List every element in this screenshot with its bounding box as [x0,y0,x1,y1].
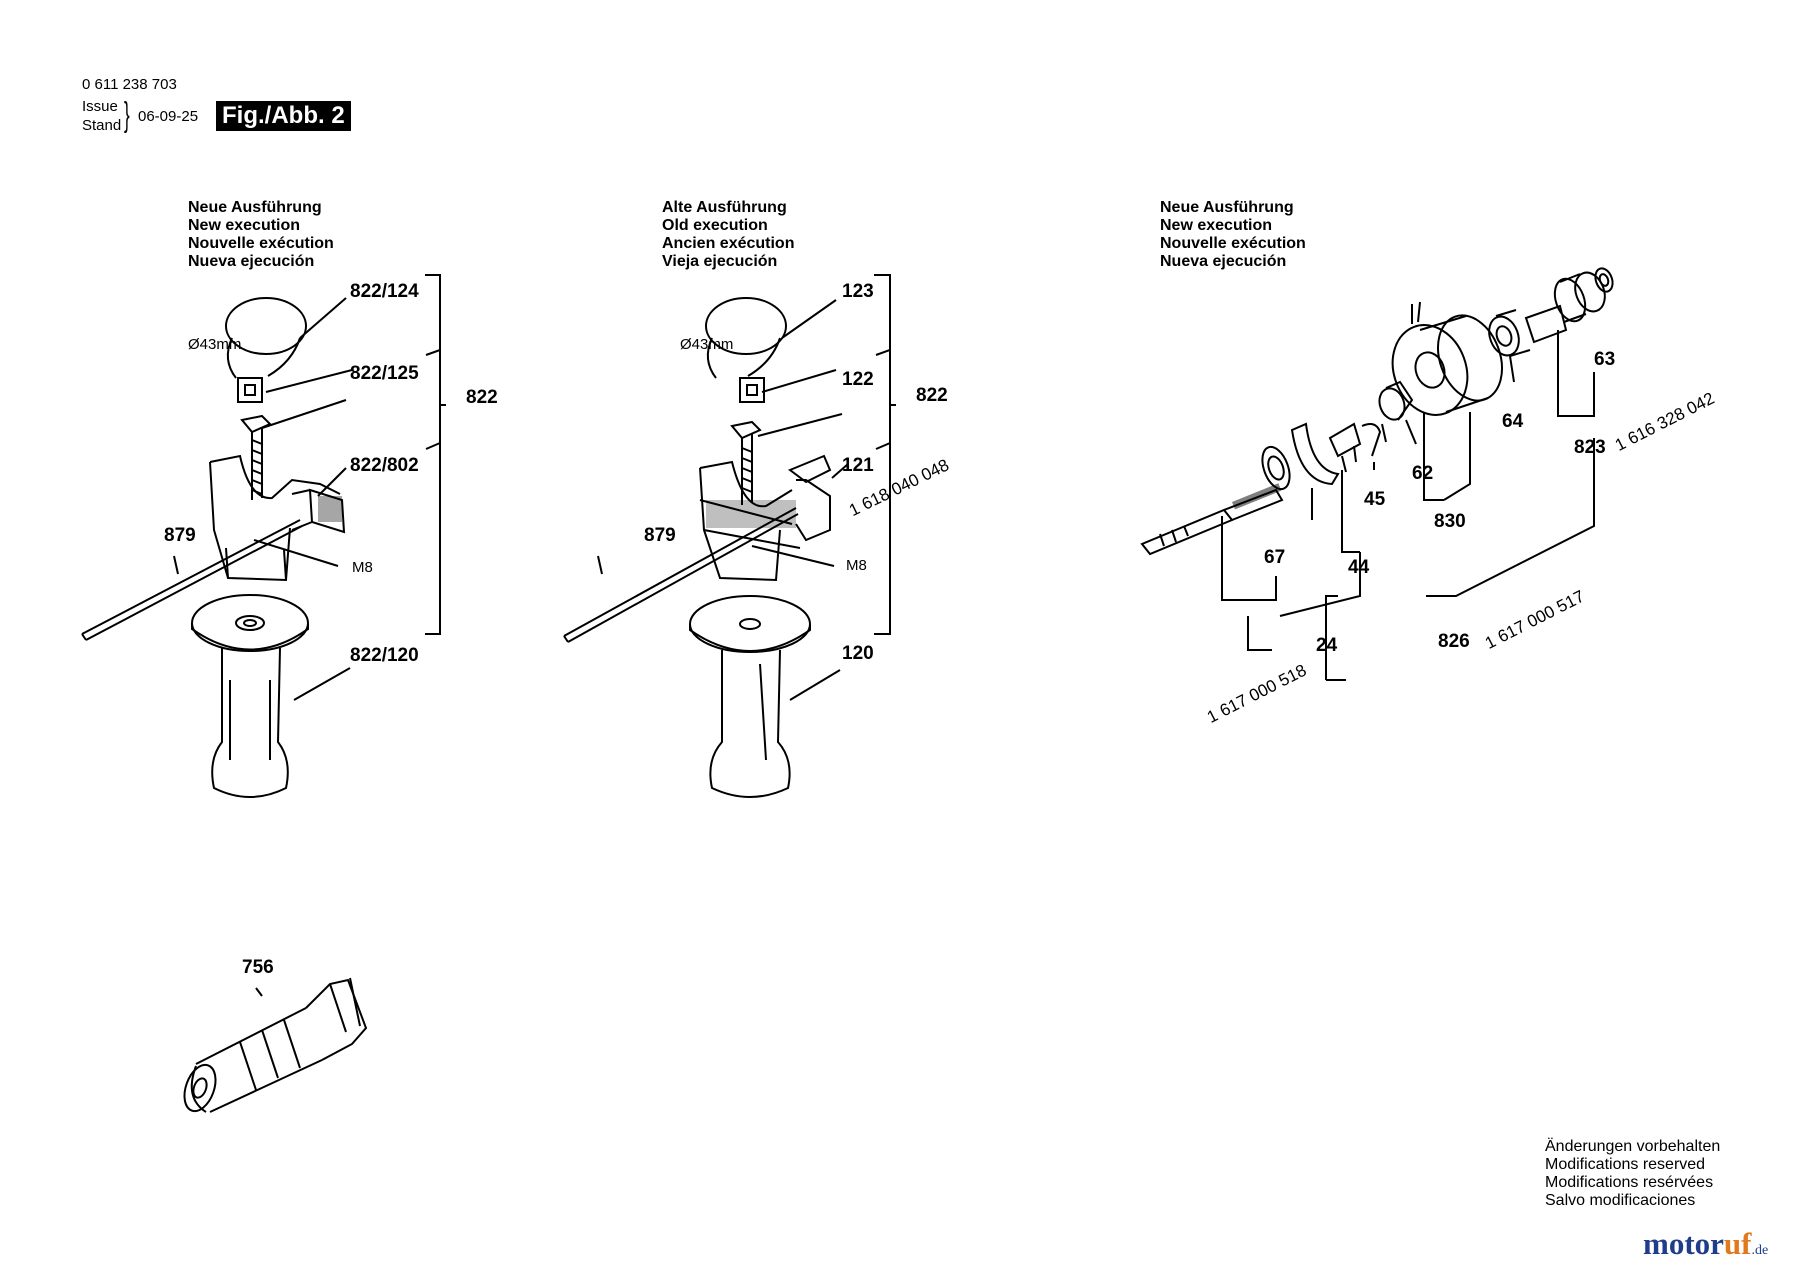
left-holder-knob-fill [318,496,342,522]
thread-label-left: M8 [352,559,373,576]
bearing-64 [1488,309,1531,357]
label-123: 123 [842,281,874,302]
modifications-notice: Änderungen vorbehalten Modifications res… [1545,1138,1721,1209]
label-879-middle: 879 [644,525,676,546]
issue-date: 06-09-25 [138,108,199,125]
shaft-67 [1140,488,1284,556]
label-63: 63 [1594,349,1616,370]
label-822-124: 822/124 [350,281,419,302]
right-assembly [1140,267,1614,681]
label-44: 44 [1348,557,1370,578]
label-822-125: 822/125 [350,363,419,384]
shaft-fill [1232,483,1282,510]
label-24: 24 [1316,635,1338,656]
diameter-label-left: Ø43mm [188,336,242,353]
middle-holder-body [699,454,832,582]
chuck-756 [183,977,368,1113]
watermark-logo: motoruf.de [1643,1226,1769,1261]
gear-63 [1524,267,1614,344]
washer [1261,445,1291,491]
left-assembly [81,274,446,798]
section-left-heading: Neue Ausführung New execution Nouvelle e… [188,199,334,270]
label-120: 120 [842,643,874,664]
issue-label: Issue [82,98,118,115]
label-45: 45 [1364,489,1386,510]
figure-label: Fig./Abb. 2 [216,101,351,131]
issue-bracket: } [124,96,130,134]
label-121: 121 [842,455,874,476]
label-879-left: 879 [164,525,196,546]
diameter-label-middle: Ø43mm [680,336,734,353]
middle-rod-leader [597,555,603,575]
section-right-heading: Neue Ausführung New execution Nouvelle e… [1160,199,1306,270]
section-middle-heading: Alte Ausführung Old execution Ancien exé… [662,199,795,270]
needle-bearing-62 [1378,380,1414,421]
middle-screw [730,420,762,505]
thread-label-middle: M8 [846,557,867,574]
middle-depth-rod [563,507,799,643]
left-holder-body [209,454,346,582]
left-depth-rod [81,519,303,641]
label-756: 756 [242,957,274,978]
label-822-left: 822 [466,387,498,408]
stand-label: Stand [82,117,122,134]
label-830: 830 [1434,511,1466,532]
label-122: 122 [842,369,874,390]
middle-clamp-band [705,297,787,403]
left-clamp-band [225,297,307,403]
left-handle [191,594,309,798]
label-62: 62 [1412,463,1434,484]
middle-holder-fill [706,500,796,528]
label-822-middle: 822 [916,385,948,406]
label-822-120: 822/120 [350,645,419,666]
label-823: 823 [1574,437,1606,458]
bearing-830 [1391,301,1503,416]
label-67: 67 [1264,547,1286,568]
middle-handle [689,595,811,798]
label-822-802: 822/802 [350,455,419,476]
label-64: 64 [1502,411,1524,432]
label-826: 826 [1438,631,1470,652]
left-screw [240,414,272,500]
clutch-parts [1290,422,1387,486]
document-number: 0 611 238 703 [82,76,177,93]
middle-assembly [563,274,896,798]
